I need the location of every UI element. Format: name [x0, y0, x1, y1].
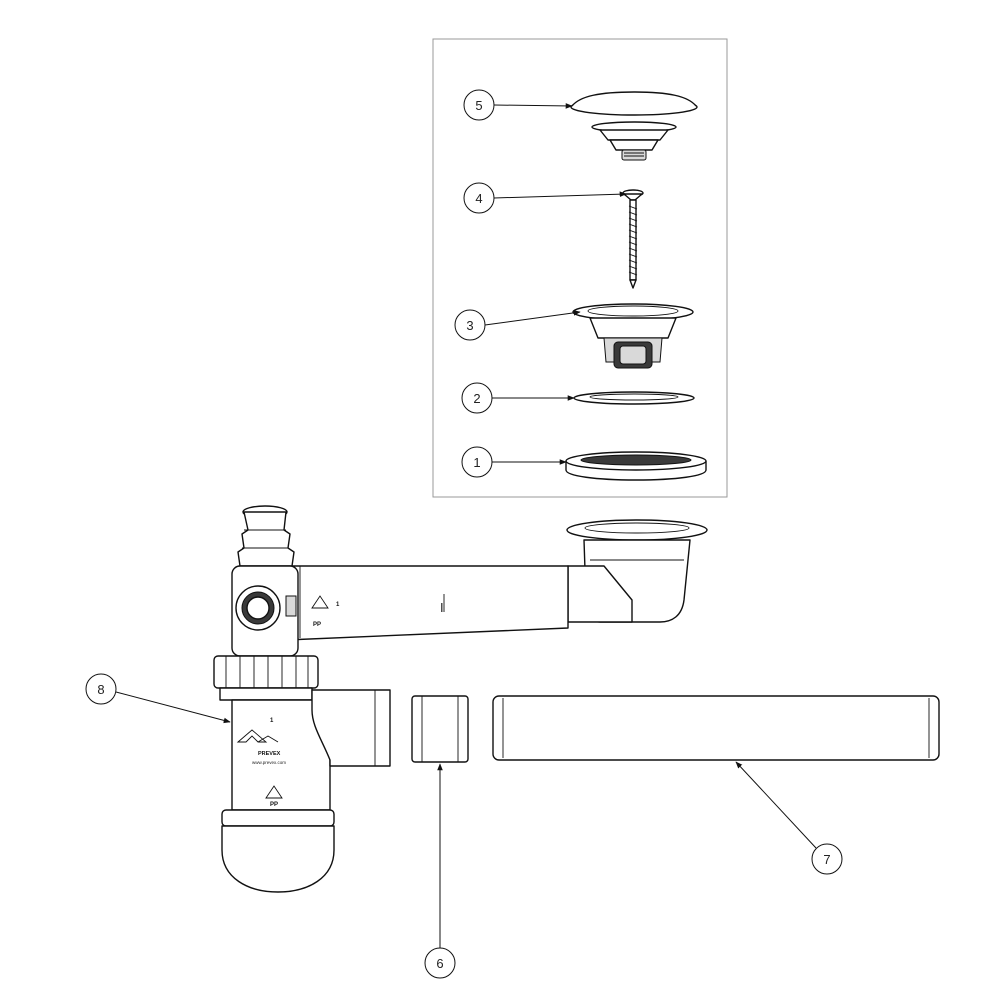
flat-washer — [573, 391, 695, 405]
callout-6: 6 — [436, 956, 443, 971]
trap-mark: 1 — [270, 718, 274, 724]
brand-name: PREVEX — [258, 751, 281, 757]
strainer-body — [572, 303, 694, 369]
callout-2: 2 — [473, 391, 480, 406]
leader-7 — [735, 761, 817, 849]
callout-5: 5 — [475, 98, 482, 113]
arm-material-mark: PP — [313, 622, 321, 628]
callout-bubble-7 — [811, 843, 843, 875]
callout-4: 4 — [475, 191, 482, 206]
callout-3: 3 — [466, 318, 473, 333]
leader-3 — [484, 310, 581, 326]
callout-bubble-4 — [463, 182, 495, 214]
recycle-icon — [311, 595, 329, 609]
bottle-trap — [221, 689, 391, 893]
callout-bubble-2 — [461, 382, 493, 414]
arm-mark: 1 — [336, 602, 340, 608]
callout-7: 7 — [823, 852, 830, 867]
detail-box — [432, 38, 728, 498]
callout-bubble-6 — [424, 947, 456, 979]
callout-8: 8 — [97, 682, 104, 697]
trap-nut — [213, 655, 319, 701]
brand-website: www.prevex.com — [252, 760, 286, 765]
trap-material-mark: PP — [270, 802, 278, 808]
screw — [622, 189, 644, 289]
assembled-strainer — [566, 519, 708, 623]
stopper-plug — [570, 91, 698, 161]
overflow-connector — [231, 565, 299, 657]
hose-tail — [237, 505, 295, 567]
pipe-mark: I — [440, 600, 444, 615]
leader-5 — [493, 103, 573, 109]
callout-bubble-8 — [85, 673, 117, 705]
connecting-sleeve — [411, 695, 469, 763]
overflow-arm — [285, 565, 633, 641]
leader-8 — [115, 691, 231, 724]
rubber-seal — [565, 451, 707, 481]
callout-bubble-5 — [463, 89, 495, 121]
callout-bubble-3 — [454, 309, 486, 341]
recycle-icon — [265, 785, 283, 799]
callout-bubble-1 — [461, 446, 493, 478]
leader-4 — [493, 191, 627, 199]
callout-1: 1 — [473, 455, 480, 470]
waste-pipe — [492, 695, 940, 761]
